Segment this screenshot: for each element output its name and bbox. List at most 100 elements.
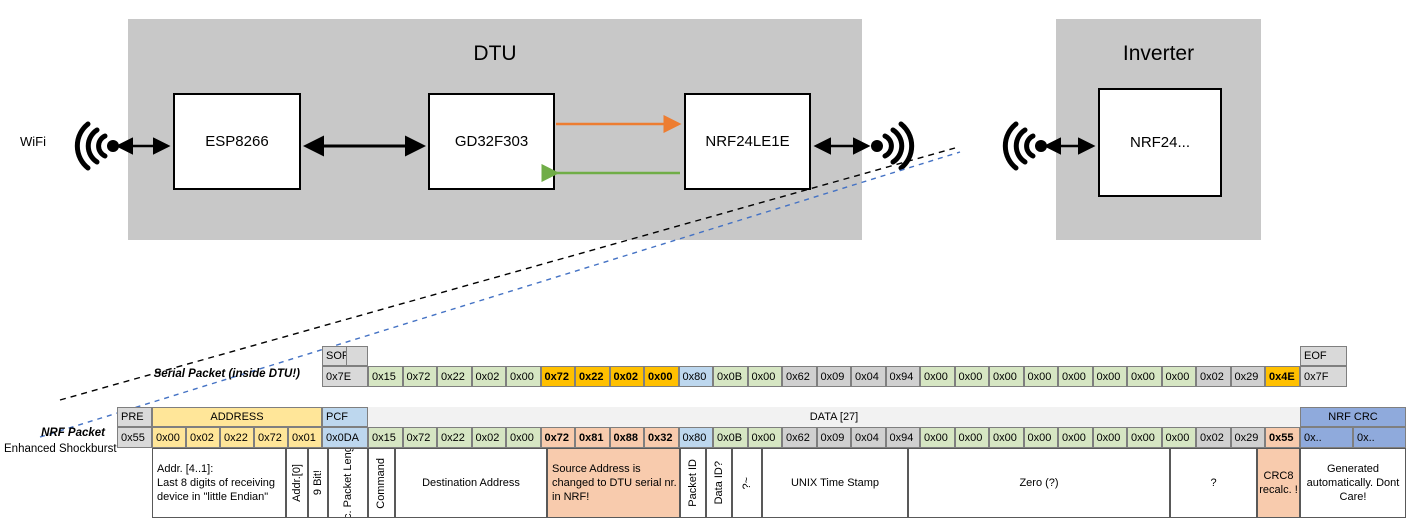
serial-byte: 0x04 <box>851 366 886 387</box>
serial-byte: 0x80 <box>678 366 713 387</box>
desc-source-address-text: Source Address is changed to DTU serial … <box>552 462 677 504</box>
nrf-byte: 0x00 <box>989 427 1024 448</box>
wifi-antenna-icon <box>74 121 108 171</box>
serial-byte: 0x15 <box>368 366 403 387</box>
nrf-byte: 0x00 <box>1127 427 1162 448</box>
desc-command: Command <box>368 448 395 518</box>
serial-byte: 0x00 <box>989 366 1024 387</box>
wifi-label: WiFi <box>20 134 46 149</box>
nrf-address-byte: 0x22 <box>220 427 254 448</box>
desc-tilde: ?~ <box>732 448 762 518</box>
chip-nrf24-inverter-label: NRF24... <box>1129 134 1190 151</box>
nrf-byte: 0x72 <box>540 427 575 448</box>
nrf-crc-header: NRF CRC <box>1300 407 1406 427</box>
desc-packet-id-text: Packet ID <box>686 459 699 507</box>
serial-byte: 0x09 <box>816 366 851 387</box>
nrf-byte: 0x09 <box>816 427 851 448</box>
desc-destination-address: Destination Address <box>395 448 547 518</box>
desc-addr0: Addr.[0] <box>286 448 308 518</box>
nrf-byte: 0x22 <box>437 427 472 448</box>
desc-addr0-text: Addr.[0] <box>290 464 303 502</box>
desc-question-text: ? <box>1210 476 1217 489</box>
serial-byte: 0x0B <box>713 366 748 387</box>
chip-nrf24-inverter: NRF24... <box>1098 88 1222 197</box>
dtu-antenna-dot <box>871 140 883 152</box>
desc-crc8-text: CRC8 recalc. ! <box>1259 469 1298 496</box>
serial-packet-label: Serial Packet (inside DTU!) <box>153 368 300 380</box>
nrf-byte: 0x00 <box>954 427 989 448</box>
inverter-antenna-icon <box>1002 121 1036 171</box>
nrf-byte: 0x32 <box>644 427 679 448</box>
serial-byte: 0x00 <box>1127 366 1162 387</box>
serial-sof-value: 0x7E <box>322 366 368 387</box>
wifi-antenna-dot <box>107 140 119 152</box>
chip-gd32f303-label: GD32F303 <box>454 133 529 150</box>
nrf-byte: 0x00 <box>1023 427 1058 448</box>
desc-source-address: Source Address is changed to DTU serial … <box>547 448 680 518</box>
desc-crc8: CRC8 recalc. ! <box>1257 448 1300 518</box>
nrf-byte: 0x00 <box>920 427 955 448</box>
serial-byte: 0x00 <box>920 366 955 387</box>
desc-tilde-text: ?~ <box>740 476 753 490</box>
nrf-byte: 0x0B <box>713 427 748 448</box>
desc-data-id: Data ID? <box>706 448 732 518</box>
serial-byte: 0x22 <box>437 366 472 387</box>
desc-nrf-crc-note-text: Generated automatically. Dont Care! <box>1306 462 1400 504</box>
dtu-title: DTU <box>473 42 517 65</box>
nrf-pre-header: PRE <box>117 407 152 427</box>
desc-address-text: Addr. [4..1]: Last 8 digits of receiving… <box>157 462 276 504</box>
chip-gd32f303: GD32F303 <box>428 93 555 190</box>
nrf-data-header: DATA [27] <box>368 407 1300 427</box>
nrf-address-byte: 0x02 <box>186 427 220 448</box>
serial-eof-header: EOF <box>1300 346 1347 366</box>
dtu-antenna-icon <box>882 121 915 171</box>
desc-unix-time-stamp-text: UNIX Time Stamp <box>790 476 880 489</box>
nrf-byte: 0x15 <box>368 427 403 448</box>
serial-byte: 0x00 <box>644 366 679 387</box>
desc-nrf-crc-note: Generated automatically. Dont Care! <box>1300 448 1406 518</box>
nrf-byte: 0x00 <box>1058 427 1093 448</box>
nrf-byte: 0x00 <box>1092 427 1127 448</box>
nrf-address-byte: 0x01 <box>288 427 322 448</box>
chip-esp8266-label: ESP8266 <box>205 133 269 150</box>
nrf-address-byte: 0x72 <box>254 427 288 448</box>
nrf-byte: 0x02 <box>1196 427 1231 448</box>
serial-byte: 0x62 <box>782 366 817 387</box>
nrf-pcf-value: 0x0DA <box>322 427 368 448</box>
serial-byte: 0x00 <box>1023 366 1058 387</box>
nrf-pre-value: 0x55 <box>117 427 152 448</box>
desc-data-id-text: Data ID? <box>712 461 725 505</box>
desc-unix-time-stamp: UNIX Time Stamp <box>762 448 908 518</box>
serial-byte: 0x22 <box>575 366 610 387</box>
serial-byte: 0x02 <box>471 366 506 387</box>
desc-pcf-length-text: Inc. Packet Length <box>341 448 354 518</box>
nrf-byte: 0x00 <box>506 427 541 448</box>
desc-pcf-9bit: 9 Bit! <box>308 448 328 518</box>
desc-question: ? <box>1170 448 1257 518</box>
serial-header-filler <box>346 346 368 366</box>
nrf-byte: 0x00 <box>747 427 782 448</box>
serial-eof-value: 0x7F <box>1300 366 1347 387</box>
nrf-byte: 0x55 <box>1265 427 1300 448</box>
nrf-byte: 0x81 <box>575 427 610 448</box>
serial-byte: 0x02 <box>609 366 644 387</box>
chip-esp8266: ESP8266 <box>173 93 301 190</box>
chip-nrf24le1e: NRF24LE1E <box>684 93 811 190</box>
desc-packet-id: Packet ID <box>680 448 706 518</box>
nrf-address-header: ADDRESS <box>152 407 322 427</box>
serial-byte: 0x00 <box>1092 366 1127 387</box>
desc-zero-text: Zero (?) <box>1019 476 1059 489</box>
nrf-byte: 0x88 <box>609 427 644 448</box>
nrf-address-byte: 0x00 <box>152 427 186 448</box>
desc-pcf-9bit-text: 9 Bit! <box>311 470 324 496</box>
serial-byte: 0x00 <box>954 366 989 387</box>
nrf-byte: 0x29 <box>1230 427 1265 448</box>
nrf-packet-label: NRF Packet <box>41 427 105 439</box>
nrf-crc-byte: 0x.. <box>1300 427 1353 448</box>
serial-byte: 0x29 <box>1230 366 1265 387</box>
nrf-packet-sublabel: Enhanced Shockburst <box>4 443 117 455</box>
nrf-byte: 0x94 <box>885 427 920 448</box>
nrf-byte: 0x62 <box>782 427 817 448</box>
desc-destination-address-text: Destination Address <box>422 476 520 489</box>
